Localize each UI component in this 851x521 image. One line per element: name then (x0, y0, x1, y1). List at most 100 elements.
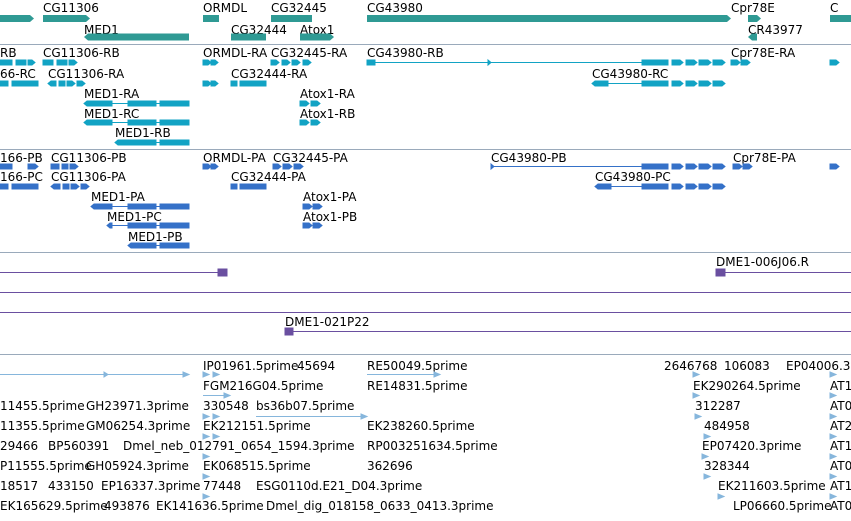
est-label[interactable]: EP04006.3 (786, 359, 851, 373)
est-label[interactable]: EP16337.3prime (101, 479, 201, 493)
gene-label[interactable]: CG11306 (43, 1, 99, 15)
transcript-label[interactable]: CG43980-PC (595, 170, 671, 184)
transcript-label[interactable]: CG11306-PB (51, 151, 127, 165)
est-label[interactable]: 18517 (0, 479, 39, 493)
transcript-label[interactable]: MED1-PA (91, 190, 145, 204)
est-label[interactable]: RE14831.5prime (367, 379, 468, 393)
transcript-label[interactable]: CG32444-RA (231, 67, 308, 81)
est-label[interactable]: BP560391 (48, 439, 110, 453)
transcript-label[interactable]: Atox1-RB (300, 107, 356, 121)
transcript-label[interactable]: CG32444-PA (231, 170, 306, 184)
gene-glyphs[interactable] (0, 0, 851, 44)
est-label[interactable]: 11355.5prime (0, 419, 85, 433)
est-label[interactable]: 106083 (724, 359, 770, 373)
clone-label[interactable]: DME1-006J06.R (716, 255, 810, 269)
est-label[interactable]: 493876 (104, 499, 150, 513)
transcript-label[interactable]: MED1-PC (107, 210, 162, 224)
gene-label[interactable]: CG32445 (271, 1, 327, 15)
est-label[interactable]: RE50049.5prime (367, 359, 468, 373)
track-separator (0, 354, 851, 355)
est-label[interactable]: LP06660.5prime (733, 499, 832, 513)
est-glyphs[interactable] (0, 354, 851, 521)
transcript-label[interactable]: CG43980-RB (367, 46, 444, 60)
est-label[interactable]: EK141636.5prime (156, 499, 264, 513)
est-label[interactable]: 29466 (0, 439, 39, 453)
gene-label[interactable]: CG43980 (367, 1, 423, 15)
est-label[interactable]: 45694 (297, 359, 336, 373)
transcript-label[interactable]: CG11306-RA (48, 67, 125, 81)
est-label[interactable]: AT1 (830, 479, 851, 493)
transcript-label[interactable]: Cpr78E-RA (731, 46, 796, 60)
est-label[interactable]: P11555.5prime (0, 459, 92, 473)
est-label[interactable]: IP01961.5prime (203, 359, 299, 373)
est-label[interactable]: Dmel_neb_012791_0654_1594.3prime (123, 439, 355, 453)
est-label[interactable]: 312287 (695, 399, 741, 413)
transcript-label[interactable]: MED1-PB (128, 230, 183, 244)
transcript-label[interactable]: 166-PC (0, 170, 43, 184)
clone-label[interactable]: DME1-021P22 (285, 315, 370, 329)
est-label[interactable]: RP003251634.5prime (367, 439, 498, 453)
clone-glyphs[interactable] (0, 252, 851, 354)
est-label[interactable]: AT1 (830, 439, 851, 453)
track-separator (0, 252, 851, 253)
est-label[interactable]: Dmel_dig_018158_0633_0413.3prime (266, 499, 494, 513)
transcript-label[interactable]: ORMDL-RA (203, 46, 268, 60)
gene-bar (367, 15, 731, 22)
est-label[interactable]: 433150 (48, 479, 94, 493)
est-label[interactable]: 328344 (704, 459, 750, 473)
est-label[interactable]: GH23971.3prime (86, 399, 189, 413)
est-label[interactable]: AT2 (830, 419, 851, 433)
transcript-label[interactable]: Atox1-PA (303, 190, 357, 204)
transcript-glyphs-2[interactable] (0, 149, 851, 252)
transcript-label[interactable]: 66-RC (0, 67, 36, 81)
est-label[interactable]: AT0 (830, 499, 851, 513)
est-label[interactable]: 330548 (203, 399, 249, 413)
est-label[interactable]: AT1 (830, 379, 851, 393)
transcript-label[interactable]: CG11306-PA (51, 170, 126, 184)
gene-bar (203, 15, 219, 22)
est-label[interactable]: EK290264.5prime (693, 379, 801, 393)
est-label[interactable]: 11455.5prime (0, 399, 85, 413)
gene-label[interactable]: Cpr78E (731, 1, 775, 15)
transcript-label[interactable]: CG43980-PB (491, 151, 567, 165)
gene-bar (43, 15, 90, 22)
transcript-label[interactable]: CG32445-RA (271, 46, 348, 60)
transcript-label[interactable]: MED1-RB (115, 126, 171, 140)
est-label[interactable]: EK068515.5prime (203, 459, 311, 473)
transcript-label[interactable]: CG11306-RB (43, 46, 120, 60)
est-label[interactable]: 484958 (704, 419, 750, 433)
gene-bar (748, 15, 761, 22)
transcript-label[interactable]: Atox1-PB (303, 210, 358, 224)
est-label[interactable]: EK211603.5prime (718, 479, 826, 493)
transcript-glyphs-1[interactable] (0, 44, 851, 149)
est-label[interactable]: 2646768 (664, 359, 718, 373)
est-label[interactable]: GM06254.3prime (86, 419, 191, 433)
est-label[interactable]: 362696 (367, 459, 413, 473)
transcript-label[interactable]: Atox1-RA (300, 87, 355, 101)
transcript-label[interactable]: Cpr78E-PA (733, 151, 796, 165)
gene-label[interactable]: C (830, 1, 839, 15)
gene-bar (231, 33, 266, 41)
est-label[interactable]: AT0 (830, 399, 851, 413)
est-label[interactable]: EP07420.3prime (702, 439, 802, 453)
est-label[interactable]: ESG0110d.E21_D04.3prime (256, 479, 423, 493)
gene-label[interactable]: CR43977 (748, 23, 803, 37)
transcript-label[interactable]: MED1-RA (84, 87, 140, 101)
gene-bar (830, 15, 851, 22)
transcript-label[interactable]: MED1-RC (84, 107, 140, 121)
gene-label[interactable]: ORMDL (203, 1, 248, 15)
est-label[interactable]: GH05924.3prime (86, 459, 189, 473)
est-label[interactable]: AT0 (830, 459, 851, 473)
est-label[interactable]: 77448 (203, 479, 242, 493)
transcript-label[interactable]: RB (0, 46, 17, 60)
est-label[interactable]: bs36b07.5prime (256, 399, 355, 413)
est-label[interactable]: EK238260.5prime (367, 419, 475, 433)
transcript-label[interactable]: ORMDL-PA (203, 151, 266, 165)
est-label[interactable]: EK165629.5prime (0, 499, 108, 513)
est-label[interactable]: FGM216G04.5prime (203, 379, 324, 393)
transcript-label[interactable]: CG32445-PA (273, 151, 348, 165)
transcript-label[interactable]: 166-PB (0, 151, 43, 165)
est-label[interactable]: EK212151.5prime (203, 419, 311, 433)
transcript-label[interactable]: CG43980-RC (592, 67, 669, 81)
